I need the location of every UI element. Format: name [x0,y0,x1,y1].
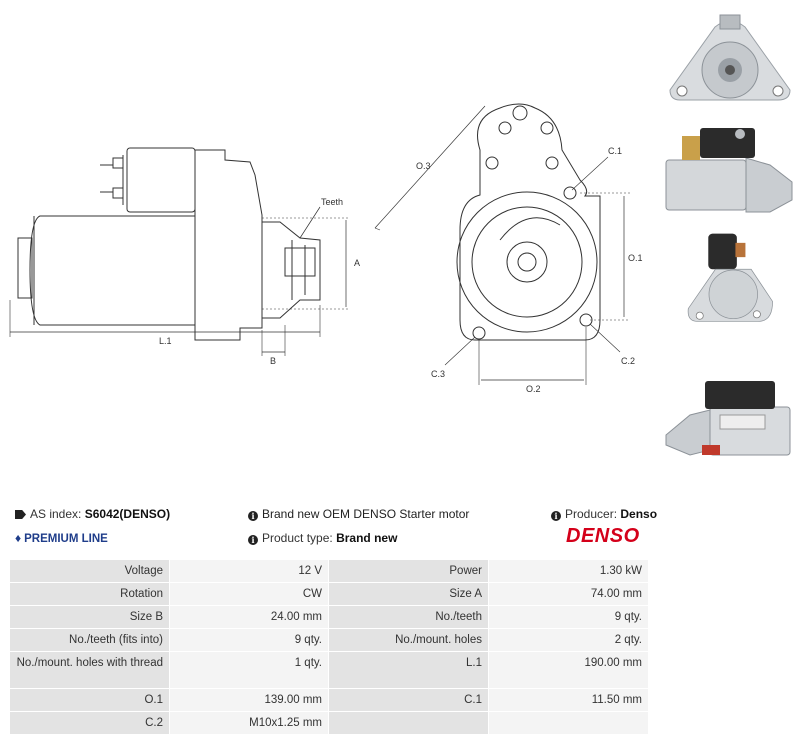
mount-hole-c3 [472,326,486,340]
spec-value: CW [169,582,329,606]
starter-side-photo-2[interactable] [660,375,798,475]
spec-label: Size B [9,605,170,629]
spec-value: 190.00 mm [488,651,649,689]
label-a: A [354,258,360,268]
main-bore [456,191,598,333]
spec-value: 11.50 mm [488,688,649,712]
producer-value: Denso [620,507,658,521]
spec-value: 9 qty. [488,605,649,629]
as-index: AS index: S6042(DENSO) [15,507,170,521]
product-type: i Product type: Brand new [248,531,397,545]
starter-side-photo[interactable] [660,120,798,220]
label-c3: C.3 [431,369,445,379]
spec-label: No./teeth [328,605,489,629]
premium-line-label: PREMIUM LINE [24,533,108,545]
spec-value: 1 qty. [169,651,329,689]
info-icon: i [551,511,561,521]
spec-value: 139.00 mm [169,688,329,712]
spec-label: No./teeth (fits into) [9,628,170,652]
spec-value: 9 qty. [169,628,329,652]
mount-hole-1 [512,105,528,121]
spec-row: No./teeth (fits into)9 qty.No./mount. ho… [9,628,649,652]
spec-label: No./mount. holes [328,628,489,652]
solenoid [126,147,196,213]
diamond-icon: ♦ [15,531,22,545]
as-index-value: S6042(DENSO) [84,507,171,521]
denso-logo: DENSO [566,525,640,547]
spec-label: Voltage [9,559,170,583]
spec-label: Size A [328,582,489,606]
description: i Brand new OEM DENSO Starter motor [248,507,469,521]
end-cap [17,237,33,299]
starter-rear-photo[interactable] [660,230,798,330]
spec-label [328,711,489,735]
label-o2: O.2 [526,384,541,394]
product-type-value: Brand new [336,531,398,545]
label-o3: O.3 [416,161,431,171]
as-index-label: AS index: [30,507,82,521]
producer-label: Producer: [565,507,618,521]
spec-label: Power [328,559,489,583]
label-teeth: Teeth [321,197,343,207]
spec-label: C.1 [328,688,489,712]
label-b: B [270,356,276,366]
spec-label: C.2 [9,711,170,735]
spec-value: 74.00 mm [488,582,649,606]
front-housing [194,149,263,341]
spec-label: L.1 [328,651,489,689]
premium-line: ♦PREMIUM LINE [15,531,108,545]
spec-label: Rotation [9,582,170,606]
label-c2: C.2 [621,356,635,366]
spec-value: 1.30 kW [488,559,649,583]
label-o1: O.1 [628,253,643,263]
starter-front-photo[interactable] [660,5,798,105]
pinion [262,221,321,319]
spec-label: O.1 [9,688,170,712]
info-icon: i [248,511,258,521]
technical-drawing: Teeth A B L.1 O.3 C.1 O.1 C.2 C.3 O.2 [9,103,643,394]
mount-hole-c1 [563,186,577,200]
mounting-flange [459,103,601,341]
tag-icon [15,510,26,519]
label-c1: C.1 [608,146,622,156]
motor-body [29,215,196,326]
spec-label: No./mount. holes with thread [9,651,170,689]
info-icon: i [248,535,258,545]
label-l1: L.1 [159,336,172,346]
producer: i Producer: Denso [551,507,657,521]
spec-value: M10x1.25 mm [169,711,329,735]
spec-value: 2 qty. [488,628,649,652]
description-text: Brand new OEM DENSO Starter motor [262,507,470,521]
spec-value: 12 V [169,559,329,583]
spec-value [488,711,649,735]
product-type-label: Product type: [262,531,333,545]
spec-value: 24.00 mm [169,605,329,629]
